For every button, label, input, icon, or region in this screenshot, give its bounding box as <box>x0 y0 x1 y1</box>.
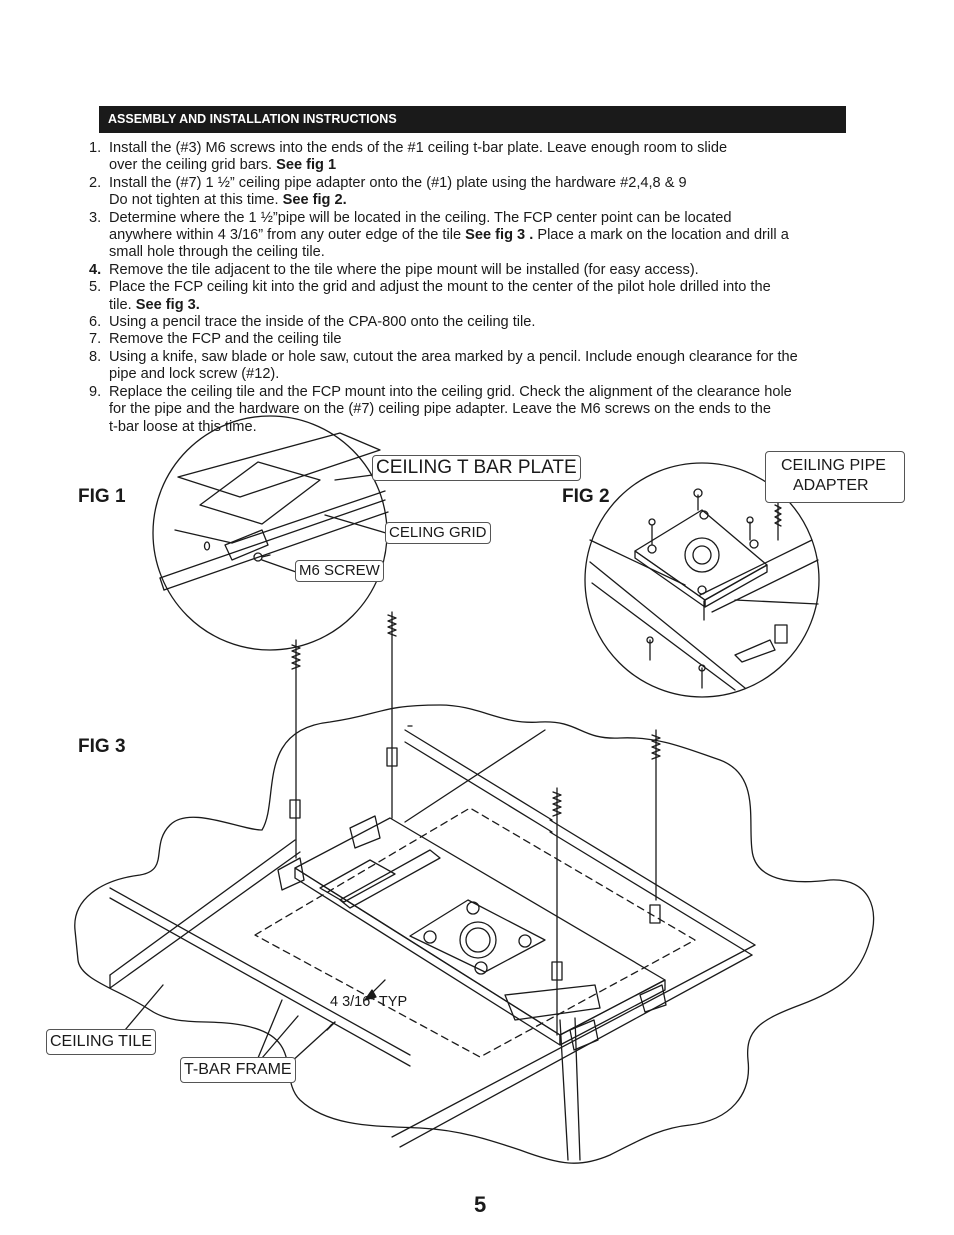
step-text: Replace the ceiling tile and the FCP mou… <box>109 383 792 400</box>
step-text: Remove the tile adjacent to the tile whe… <box>109 261 699 278</box>
instruction-step: 1. Install the (#3) M6 screws into the e… <box>89 140 859 175</box>
step-text: Remove the FCP and the ceiling tile <box>109 331 342 348</box>
instruction-step: 9. Replace the ceiling tile and the FCP … <box>89 384 859 436</box>
ceiling-tile-outline <box>74 704 875 1164</box>
step-text: Using a knife, saw blade or hole saw, cu… <box>109 348 798 365</box>
typ-dimension-label: 4 3/16” TYP <box>330 994 408 1010</box>
instruction-step: 3. Determine where the 1 ½”pipe will be … <box>89 210 859 262</box>
instruction-step: 8. Using a knife, saw blade or hole saw,… <box>89 349 859 384</box>
step-text: for the pipe and the hardware on the (#7… <box>109 401 772 418</box>
step-text: Place the FCP ceiling kit into the grid … <box>109 279 771 296</box>
step-number: 7. <box>89 331 102 348</box>
figure-reference: See fig 2. <box>282 192 347 209</box>
fig1-label: FIG 1 <box>78 486 126 507</box>
step-text: Place a mark on the location and drill a <box>533 227 789 244</box>
step-number: 2. <box>89 174 102 191</box>
page-number: 5 <box>474 1192 487 1217</box>
ceiling-tile-callout: CEILING TILE <box>46 1029 156 1055</box>
step-text: over the ceiling grid bars. <box>109 157 277 174</box>
figure-reference: See fig 1 <box>276 157 337 174</box>
step-number: 5. <box>89 279 102 296</box>
ceiling-pipe-adapter-callout: CEILING PIPE ADAPTER <box>765 451 905 503</box>
step-number: 8. <box>89 348 102 365</box>
step-text: small hole through the ceiling tile. <box>109 244 325 261</box>
step-number: 9. <box>89 383 102 400</box>
ceiling-t-bar-plate-callout: CEILING T BAR PLATE <box>372 455 581 481</box>
ceiling-grid-callout: CELING GRID <box>385 522 491 544</box>
instruction-step: 7. Remove the FCP and the ceiling tile <box>89 331 859 348</box>
step-number: 4. <box>89 261 102 278</box>
callout-line: ADAPTER <box>793 477 869 494</box>
step-text: tile. <box>109 296 136 313</box>
step-text: Install the (#3) M6 screws into the ends… <box>109 140 728 156</box>
figure-reference: See fig 3 . <box>465 227 534 244</box>
step-text: anywhere within 4 3/16” from any outer e… <box>109 227 466 244</box>
instruction-list: 1. Install the (#3) M6 screws into the e… <box>89 140 859 436</box>
m6-screw-callout: M6 SCREW <box>295 560 384 582</box>
step-number: 1. <box>89 140 102 156</box>
fig3-label: FIG 3 <box>78 736 126 757</box>
step-text: pipe and lock screw (#12). <box>109 366 280 383</box>
step-number: 3. <box>89 209 102 226</box>
step-text: t-bar loose at this time. <box>109 418 257 435</box>
instruction-step: 4. Remove the tile adjacent to the tile … <box>89 262 859 279</box>
step-number: 6. <box>89 314 102 331</box>
step-text: Determine where the 1 ½”pipe will be loc… <box>109 209 732 226</box>
fig2-label: FIG 2 <box>562 486 610 507</box>
fig2-detail <box>584 462 820 698</box>
step-text: Install the (#7) 1 ½” ceiling pipe adapt… <box>109 174 687 191</box>
step-text: Do not tighten at this time. <box>109 192 283 209</box>
step-text: Using a pencil trace the inside of the C… <box>109 314 536 331</box>
callout-line: CEILING PIPE <box>781 457 886 474</box>
instruction-step: 2. Install the (#7) 1 ½” ceiling pipe ad… <box>89 175 859 210</box>
figure-reference: See fig 3. <box>135 296 200 313</box>
cutout-dashed-outline <box>254 807 696 1058</box>
instruction-step: 5. Place the FCP ceiling kit into the gr… <box>89 279 859 314</box>
section-header: ASSEMBLY AND INSTALLATION INSTRUCTIONS <box>99 106 846 133</box>
t-bar-frame-callout: T-BAR FRAME <box>180 1057 296 1083</box>
fig3-ceiling-drawing <box>74 611 875 1164</box>
instruction-step: 6. Using a pencil trace the inside of th… <box>89 314 859 331</box>
fig1-detail <box>152 415 389 651</box>
